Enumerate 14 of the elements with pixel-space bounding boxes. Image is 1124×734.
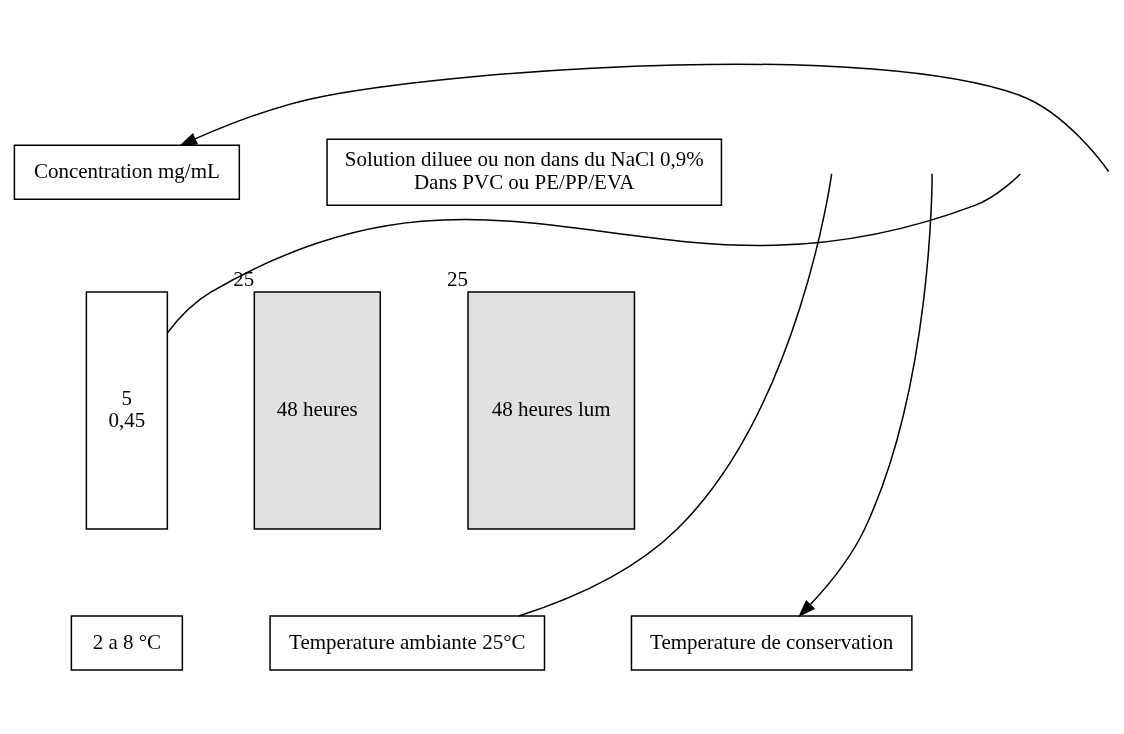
node-label: 25	[447, 267, 469, 292]
node-label: 25	[233, 267, 255, 292]
node-box: Concentration mg/mL	[13, 144, 241, 200]
connector	[166, 173, 1022, 334]
arrow	[179, 63, 1110, 173]
node-box: 5 0,45	[85, 291, 169, 530]
node-box: Temperature ambiante 25°C	[269, 615, 546, 671]
connector	[518, 173, 833, 617]
node-box: Temperature de conservation	[630, 615, 913, 671]
node-box: 48 heures	[253, 291, 382, 530]
node-box: 2 a 8 °C	[70, 615, 184, 671]
node-box: 48 heures lum	[467, 291, 636, 530]
arrow	[798, 173, 933, 618]
node-box: Solution diluee ou non dans du NaCl 0,9% Dans PVC ou PE/PP/EVA	[326, 138, 723, 206]
